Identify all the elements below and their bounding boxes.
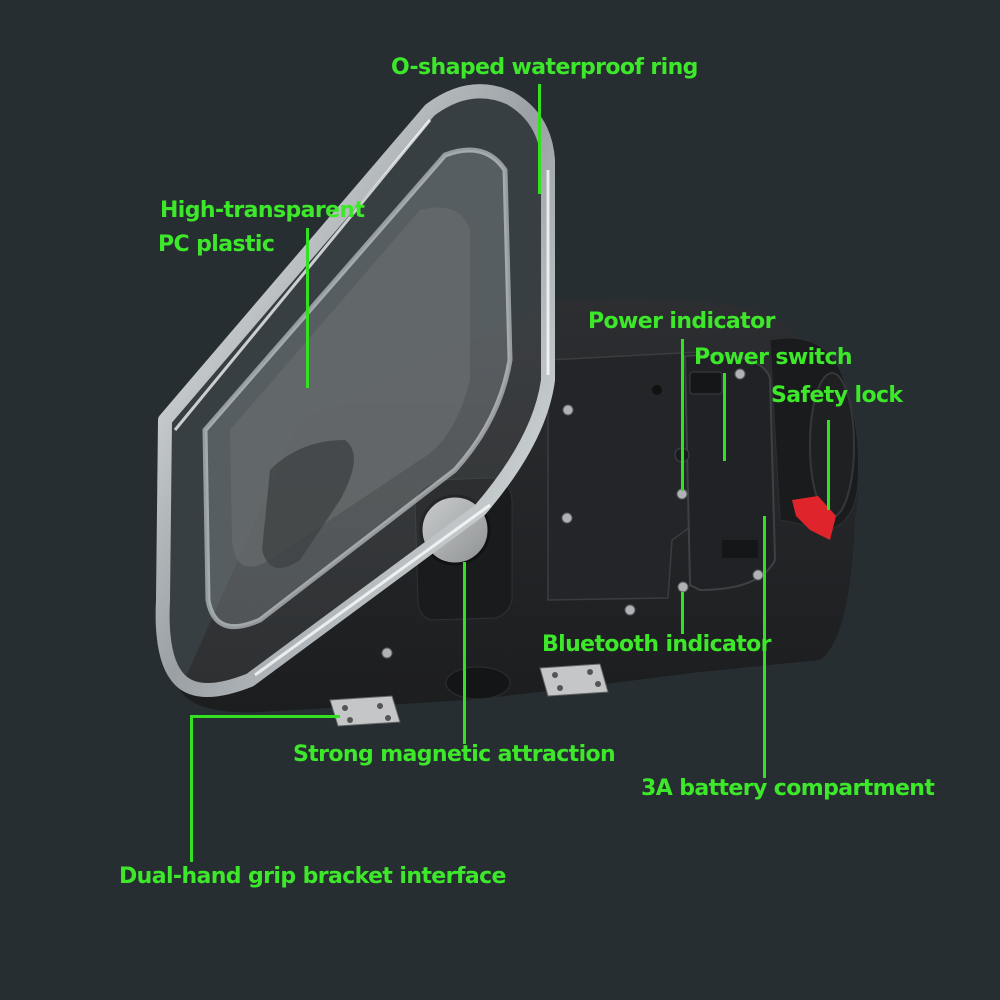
leader-line-o-ring	[538, 84, 541, 194]
leader-line-power-indicator	[681, 339, 684, 491]
callout-pc-plastic-line1: High-transparent	[160, 198, 365, 223]
transparent-lid	[155, 84, 555, 697]
callout-pc-plastic-line2: PC plastic	[158, 232, 275, 257]
callout-battery-compartment: 3A battery compartment	[641, 776, 935, 801]
leader-line-pc-plastic	[306, 228, 309, 388]
leader-line-magnetic	[463, 562, 466, 744]
callout-power-indicator: Power indicator	[588, 309, 775, 334]
callout-o-ring: O-shaped waterproof ring	[391, 55, 698, 80]
leader-line-battery	[763, 516, 766, 778]
leader-line-safety-lock	[827, 420, 830, 510]
callout-magnetic-attraction: Strong magnetic attraction	[293, 742, 616, 767]
callout-bluetooth-indicator: Bluetooth indicator	[542, 632, 772, 657]
leader-line-power-switch	[723, 373, 726, 461]
leader-line-bluetooth	[681, 592, 684, 634]
callout-safety-lock: Safety lock	[771, 383, 903, 408]
leader-line-grip-h	[190, 715, 340, 718]
leader-line-grip-v	[190, 715, 193, 862]
callout-power-switch: Power switch	[694, 345, 853, 370]
callout-grip-interface: Dual-hand grip bracket interface	[119, 864, 506, 889]
